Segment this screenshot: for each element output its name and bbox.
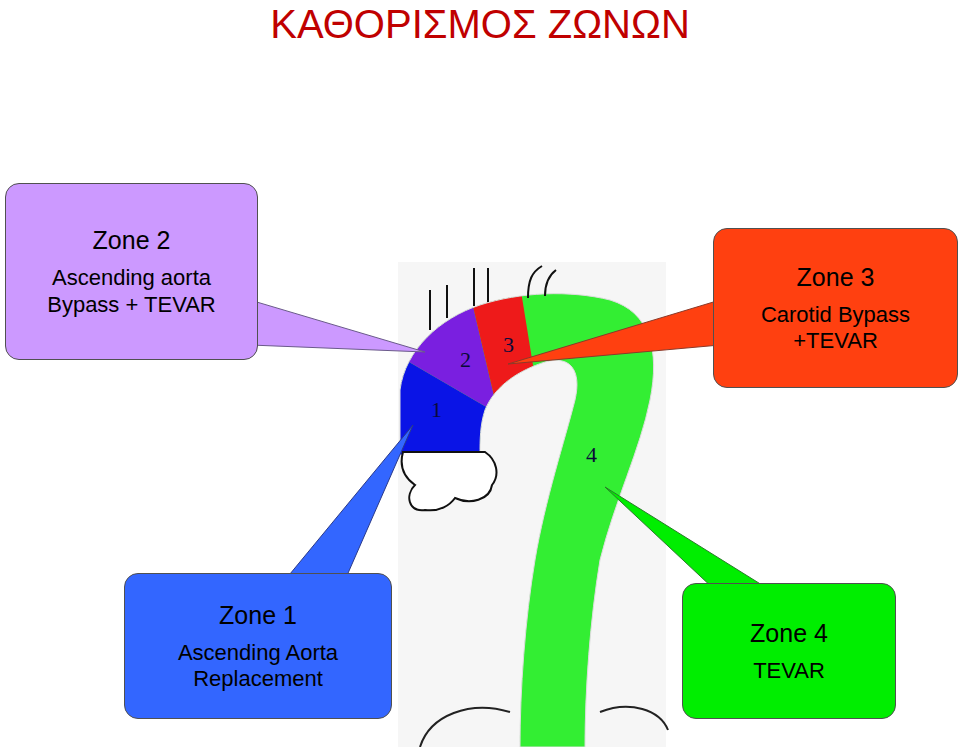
zone-heading: Zone 1 <box>219 600 297 630</box>
zone-number: 3 <box>503 334 514 356</box>
procedure-text: Carotid Bypass +TEVAR <box>726 302 945 355</box>
zone-number: 1 <box>431 399 442 421</box>
callout-pointer <box>508 300 720 364</box>
callout-pointer <box>285 425 413 580</box>
zone-callout-box: Zone 2 Ascending aorta Bypass + TEVAR <box>5 183 258 360</box>
zone-number: 4 <box>586 444 597 466</box>
zone-heading: Zone 4 <box>750 618 828 648</box>
zone-heading: Zone 2 <box>93 225 171 255</box>
left-carotid-artery <box>474 268 488 306</box>
zone-callout-box: Zone 1 Ascending Aorta Replacement <box>124 573 392 719</box>
diaphragm-line <box>600 707 668 730</box>
aortic-root <box>402 452 497 510</box>
brachiocephalic-trunk <box>430 285 447 330</box>
procedure-text: Ascending Aorta Replacement <box>137 640 379 693</box>
procedure-text: TEVAR <box>753 658 825 684</box>
left-subclavian-artery <box>528 266 556 298</box>
page-title: ΚΑΘΟΡΙΣΜΟΣ ΖΩΝΩΝ <box>0 2 960 46</box>
zone-callout-box: Zone 4 TEVAR <box>682 583 896 719</box>
procedure-text: Ascending aorta Bypass + TEVAR <box>18 265 245 318</box>
callout-pointer <box>250 300 425 352</box>
zone-callout-box: Zone 3 Carotid Bypass +TEVAR <box>713 228 958 388</box>
zone-number: 2 <box>460 349 471 371</box>
callout-pointer <box>605 487 770 590</box>
zone-3-region <box>468 285 537 400</box>
diaphragm-line <box>420 708 510 747</box>
zone-heading: Zone 3 <box>797 262 875 292</box>
